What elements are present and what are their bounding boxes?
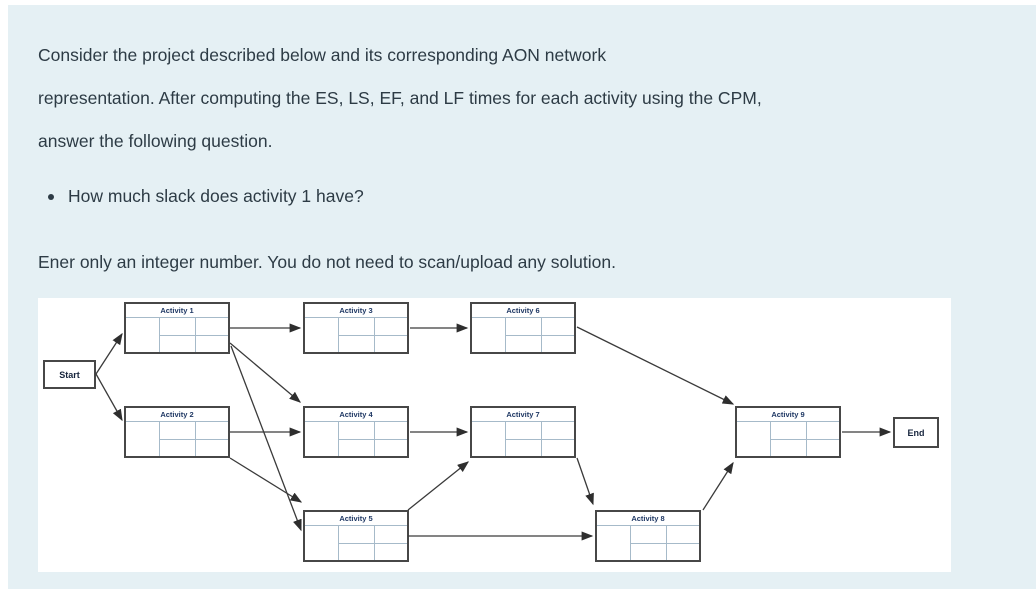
edge-a1-a5 xyxy=(230,345,302,532)
node-cell xyxy=(338,335,374,352)
node-cell xyxy=(338,543,374,560)
node-cell xyxy=(737,422,770,456)
edge-a5-a7 xyxy=(407,461,470,511)
end-node: End xyxy=(893,417,939,448)
question-text-line-3: answer the following question. xyxy=(38,131,273,151)
edge-a6-a9 xyxy=(576,326,735,405)
bullet-icon xyxy=(48,193,54,200)
activity-node-7: Activity 7 xyxy=(470,406,576,458)
activity-node-title: Activity 4 xyxy=(305,408,407,422)
node-cell xyxy=(540,335,574,352)
edge-start-a2 xyxy=(95,373,123,422)
start-node: Start xyxy=(43,360,96,389)
node-cell xyxy=(305,526,338,560)
node-cell xyxy=(770,439,806,456)
activity-node-title: Activity 8 xyxy=(597,512,699,526)
activity-node-title: Activity 5 xyxy=(305,512,407,526)
question-text-line-1: Consider the project described below and… xyxy=(38,45,607,65)
activity-node-4: Activity 4 xyxy=(303,406,409,458)
activity-node-6: Activity 6 xyxy=(470,302,576,354)
activity-node-grid xyxy=(305,422,407,456)
activity-node-8: Activity 8 xyxy=(595,510,701,562)
node-cell xyxy=(505,422,540,439)
node-cell xyxy=(305,422,338,456)
activity-node-grid xyxy=(597,526,699,560)
node-cell xyxy=(805,422,839,439)
activity-node-grid xyxy=(472,422,574,456)
node-cell xyxy=(597,526,630,560)
node-cell xyxy=(505,335,541,352)
node-cell xyxy=(373,526,407,543)
node-cell xyxy=(305,318,338,352)
node-cell xyxy=(338,422,373,439)
activity-node-title: Activity 2 xyxy=(126,408,228,422)
question-panel: Consider the project described below and… xyxy=(8,5,1036,589)
activity-node-grid xyxy=(737,422,839,456)
node-cell xyxy=(126,318,159,352)
activity-node-5: Activity 5 xyxy=(303,510,409,562)
node-cell xyxy=(665,526,699,543)
node-cell xyxy=(159,422,194,439)
node-cell xyxy=(159,439,195,456)
activity-node-3: Activity 3 xyxy=(303,302,409,354)
activity-node-title: Activity 7 xyxy=(472,408,574,422)
activity-node-grid xyxy=(305,318,407,352)
activity-node-title: Activity 9 xyxy=(737,408,839,422)
edge-start-a1 xyxy=(95,332,123,375)
question-content: Consider the project described below and… xyxy=(8,5,1036,284)
node-cell xyxy=(540,318,574,335)
node-cell xyxy=(540,439,574,456)
activity-node-title: Activity 1 xyxy=(126,304,228,318)
edge-a8-a9 xyxy=(702,461,734,511)
node-cell xyxy=(373,335,407,352)
node-cell xyxy=(338,439,374,456)
node-cell xyxy=(505,318,540,335)
activity-node-grid xyxy=(126,422,228,456)
activity-node-grid xyxy=(305,526,407,560)
node-cell xyxy=(770,422,805,439)
node-cell xyxy=(472,422,505,456)
node-cell xyxy=(373,318,407,335)
aon-diagram: Start End Activity 1 Activity 2 xyxy=(38,298,951,572)
node-cell xyxy=(805,439,839,456)
node-cell xyxy=(194,335,228,352)
question-text-line-2: representation. After computing the ES, … xyxy=(38,88,762,108)
node-cell xyxy=(194,439,228,456)
bullet-item-text: How much slack does activity 1 have? xyxy=(68,186,364,206)
node-cell xyxy=(373,543,407,560)
activity-node-title: Activity 6 xyxy=(472,304,574,318)
node-cell xyxy=(194,422,228,439)
node-cell xyxy=(540,422,574,439)
activity-node-9: Activity 9 xyxy=(735,406,841,458)
edge-a1-a4 xyxy=(229,342,301,403)
node-cell xyxy=(665,543,699,560)
node-cell xyxy=(159,335,195,352)
activity-node-title: Activity 3 xyxy=(305,304,407,318)
end-node-label: End xyxy=(907,427,925,438)
node-cell xyxy=(338,318,373,335)
node-cell xyxy=(159,318,194,335)
node-cell xyxy=(338,526,373,543)
edge-a2-a5 xyxy=(229,457,303,503)
node-cell xyxy=(630,526,665,543)
node-cell xyxy=(373,422,407,439)
activity-node-grid xyxy=(472,318,574,352)
start-node-label: Start xyxy=(59,369,80,380)
answer-instruction: Ener only an integer number. You do not … xyxy=(38,252,616,272)
activity-node-grid xyxy=(126,318,228,352)
edge-a7-a8 xyxy=(576,457,594,506)
question-bullet-item: How much slack does activity 1 have? xyxy=(48,175,1036,218)
node-cell xyxy=(126,422,159,456)
node-cell xyxy=(472,318,505,352)
node-cell xyxy=(630,543,666,560)
node-cell xyxy=(373,439,407,456)
activity-node-1: Activity 1 xyxy=(124,302,230,354)
node-cell xyxy=(505,439,541,456)
node-cell xyxy=(194,318,228,335)
activity-node-2: Activity 2 xyxy=(124,406,230,458)
